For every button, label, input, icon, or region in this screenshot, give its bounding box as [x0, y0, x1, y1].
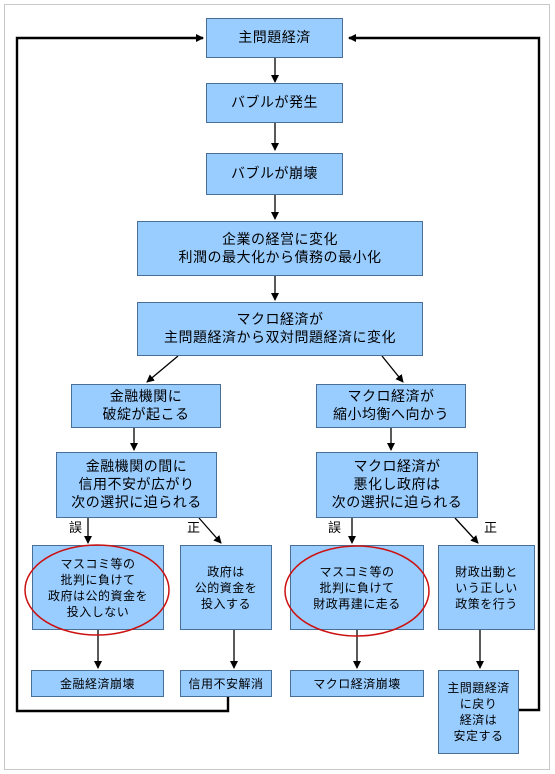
arrow-macro-to-financial [146, 355, 179, 383]
node-financial-failure: 金融機関に 破綻が起こる [71, 384, 221, 428]
node-financial-collapse: 金融経済崩壊 [31, 670, 164, 697]
loop-right-return [348, 34, 541, 712]
label-wrong-right: 誤 [328, 521, 342, 536]
node-credit-anxiety: 金融機関の間に 信用不安が広がり 次の選択に迫られる [56, 452, 217, 518]
node-inject-public-funds: 政府は 公的資金を 投入する [180, 545, 272, 630]
node-fiscal-stimulus: 財政出動と いう正しい 政策を行う [438, 545, 535, 630]
node-macro-contraction: マクロ経済が 縮小均衡へ向かう [316, 384, 466, 428]
label-right-left: 正 [187, 521, 201, 536]
node-bubble-occurs: バブルが発生 [206, 83, 343, 123]
node-credit-resolved: 信用不安解消 [180, 670, 272, 697]
flowchart-frame [4, 4, 550, 770]
node-corporate-change: 企業の経営に変化 利潤の最大化から債務の最小化 [137, 221, 423, 276]
label-right-right: 正 [484, 521, 498, 536]
arrow-credit-to-inject [198, 517, 222, 544]
node-macro-worsens: マクロ経済が 悪化し政府は 次の選択に迫られる [316, 452, 478, 518]
node-no-public-funds: マスコミ等の 批判に負けて 政府は公的資金を 投入しない [32, 545, 164, 630]
arrow-worsens-to-stimulus [454, 517, 479, 544]
loop-left-return [15, 34, 230, 713]
node-return-stable: 主問題経済 に戻り 経済は 安定する [438, 670, 519, 754]
node-main-problem-economy: 主問題経済 [206, 18, 343, 58]
arrow-macro-to-contraction [381, 355, 404, 383]
node-fiscal-reconstruction: マスコミ等の 批判に負けて 財政再建に走る [290, 545, 424, 630]
label-wrong-left: 誤 [69, 521, 83, 536]
node-bubble-collapses: バブルが崩壊 [206, 153, 343, 195]
node-macro-collapse: マクロ経済崩壊 [290, 670, 424, 697]
node-macro-change: マクロ経済が 主問題経済から双対問題経済に変化 [137, 302, 423, 356]
